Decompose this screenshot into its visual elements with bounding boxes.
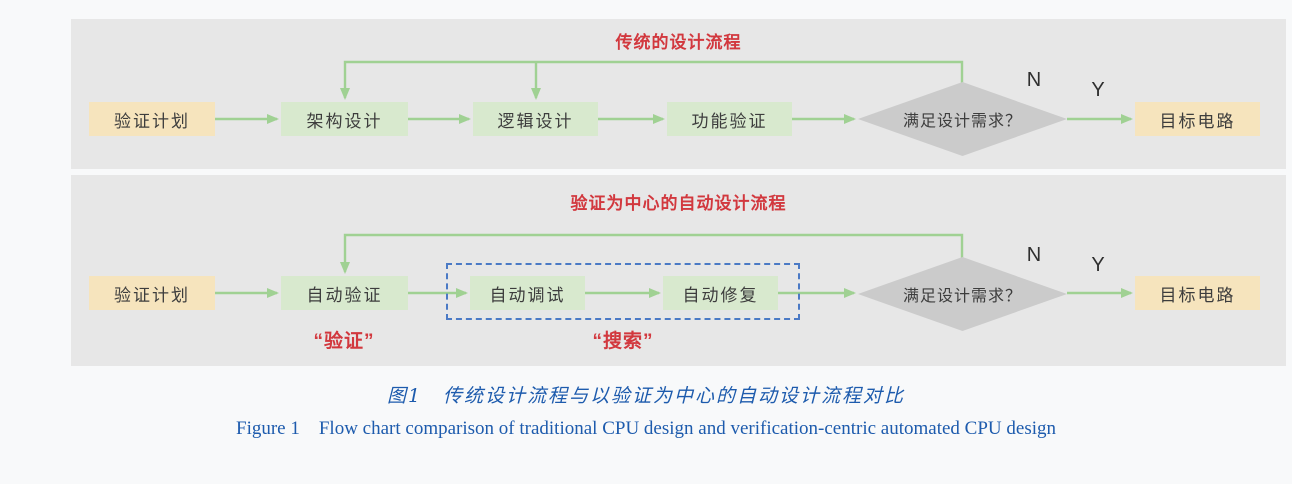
panel-title-automated: 验证为中心的自动设计流程	[570, 194, 787, 213]
node-target-circuit: 目标电路	[1135, 102, 1260, 136]
figure-caption-english: Figure 1 Flow chart comparison of tradit…	[236, 418, 1056, 439]
branch-label-yes: Y	[1091, 79, 1105, 101]
figure-caption-chinese: 图1 传统设计流程与以验证为中心的自动设计流程对比	[386, 385, 906, 407]
panel-traditional-flow: 传统的设计流程 验证计划 架构设计 逻辑设计 功能验证 满足设计需求？ 目标电路…	[71, 19, 1286, 169]
node-target-circuit: 目标电路	[1135, 276, 1260, 310]
branch-label-no: N	[1026, 69, 1042, 91]
search-group-dashed-box	[446, 263, 800, 320]
panel-title-traditional: 传统的设计流程	[615, 33, 742, 52]
annotation-search: “搜索”	[592, 331, 654, 352]
node-functional-verification: 功能验证	[667, 102, 792, 136]
branch-label-no: N	[1026, 244, 1042, 266]
branch-label-yes: Y	[1091, 254, 1105, 276]
node-auto-repair: 自动修复	[663, 276, 778, 310]
node-verification-plan: 验证计划	[89, 276, 215, 310]
node-verification-plan: 验证计划	[89, 102, 215, 136]
decision-meets-design-requirements: 满足设计需求？	[858, 257, 1067, 331]
annotation-verify: “验证”	[313, 331, 375, 352]
decision-meets-design-requirements: 满足设计需求？	[858, 82, 1067, 156]
panel-automated-flow: 验证为中心的自动设计流程 验证计划 自动验证 自动调试 自动修复 满足设计需求？…	[71, 175, 1286, 366]
node-auto-debug: 自动调试	[470, 276, 585, 310]
node-logic-design: 逻辑设计	[473, 102, 598, 136]
node-auto-verification: 自动验证	[281, 276, 408, 310]
node-architecture-design: 架构设计	[281, 102, 408, 136]
